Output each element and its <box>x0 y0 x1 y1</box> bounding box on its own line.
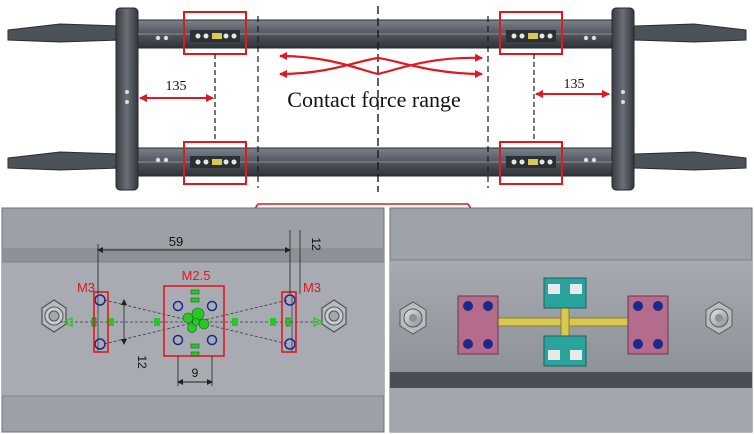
force-range-arrow-lower <box>279 56 483 78</box>
cad-center-m25-box <box>163 285 225 357</box>
highlight-box-lower-right <box>499 141 563 185</box>
right-upper-arm <box>633 23 747 43</box>
sensor-block-lower-right <box>506 156 556 168</box>
render-top-clamp <box>543 277 587 309</box>
cad-right-thread-label: M3 <box>303 280 321 295</box>
cad-center-thread-label: M2.5 <box>182 268 211 283</box>
render-left-bolt <box>399 301 427 335</box>
cad-left-m3-box <box>93 291 109 353</box>
cad-drawing-panel: 59 12 12 9 M2.5 M3 M3 <box>1 207 385 433</box>
force-range-label: Contact force range <box>287 87 460 112</box>
sensor-block-upper-right <box>506 30 556 42</box>
left-lower-arm <box>7 151 121 171</box>
right-lower-arm <box>633 151 747 171</box>
cad-right-m3-box <box>281 291 297 353</box>
cad-dim-top: 12 <box>309 237 323 251</box>
cad-dim-side: 12 <box>135 355 149 369</box>
sensor-block-lower-left <box>190 156 240 168</box>
render-bottom-clamp <box>543 335 587 367</box>
right-post <box>611 7 635 191</box>
cad-right-bolt <box>321 299 347 333</box>
cad-left-thread-label: M3 <box>77 280 95 295</box>
render-right-clamp <box>627 295 669 355</box>
highlight-box-upper-right <box>499 11 563 55</box>
render-right-bolt <box>705 301 733 335</box>
sensor-block-upper-left <box>190 30 240 42</box>
left-post <box>115 7 139 191</box>
cad-left-holes <box>94 294 296 350</box>
cad-dim-bottom: 9 <box>192 366 199 380</box>
cad-left-bolt <box>41 299 67 333</box>
render-left-clamp <box>457 295 499 355</box>
cad-dim-width: 59 <box>169 234 183 249</box>
highlight-box-lower-left <box>183 141 247 185</box>
left-upper-arm <box>7 23 121 43</box>
frame-assembly: 135 135 Contact force range <box>7 6 747 268</box>
right-span-label: 135 <box>564 77 585 92</box>
left-span-label: 135 <box>166 79 187 94</box>
render-panel <box>389 207 753 433</box>
